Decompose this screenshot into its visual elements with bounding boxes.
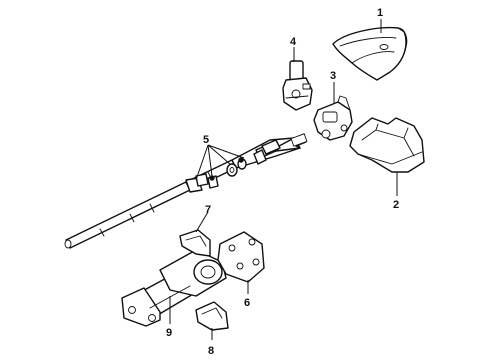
column-jacket-part xyxy=(121,249,227,327)
lock-housing-part xyxy=(313,95,353,141)
callout-7: 7 xyxy=(205,204,211,216)
leader-lines xyxy=(169,19,398,340)
callout-6: 6 xyxy=(244,297,250,309)
callout-5: 5 xyxy=(203,134,209,146)
callout-8: 8 xyxy=(208,345,214,357)
leader-line-7 xyxy=(195,211,209,233)
callout-3: 3 xyxy=(330,70,336,82)
callout-4: 4 xyxy=(290,36,297,48)
callout-2: 2 xyxy=(393,199,399,211)
shaft-lower-yoke-part xyxy=(185,173,209,193)
bearing-set-part xyxy=(207,149,267,189)
upper-clamp-part xyxy=(179,229,211,257)
upper-shroud-part xyxy=(332,26,408,81)
callout-labels: 1 2 3 4 5 6 7 8 9 xyxy=(166,7,399,357)
leader-line-5d xyxy=(207,144,245,159)
leader-line-5c xyxy=(207,144,231,165)
mounting-bracket-part xyxy=(217,231,265,283)
ignition-switch-part xyxy=(282,60,313,111)
leader-line-5a xyxy=(195,144,209,181)
lower-shroud-part xyxy=(349,117,425,173)
lower-clamp-part xyxy=(195,301,229,331)
callout-1: 1 xyxy=(377,7,383,19)
callout-9: 9 xyxy=(166,327,172,339)
leader-line-5b xyxy=(207,144,213,177)
